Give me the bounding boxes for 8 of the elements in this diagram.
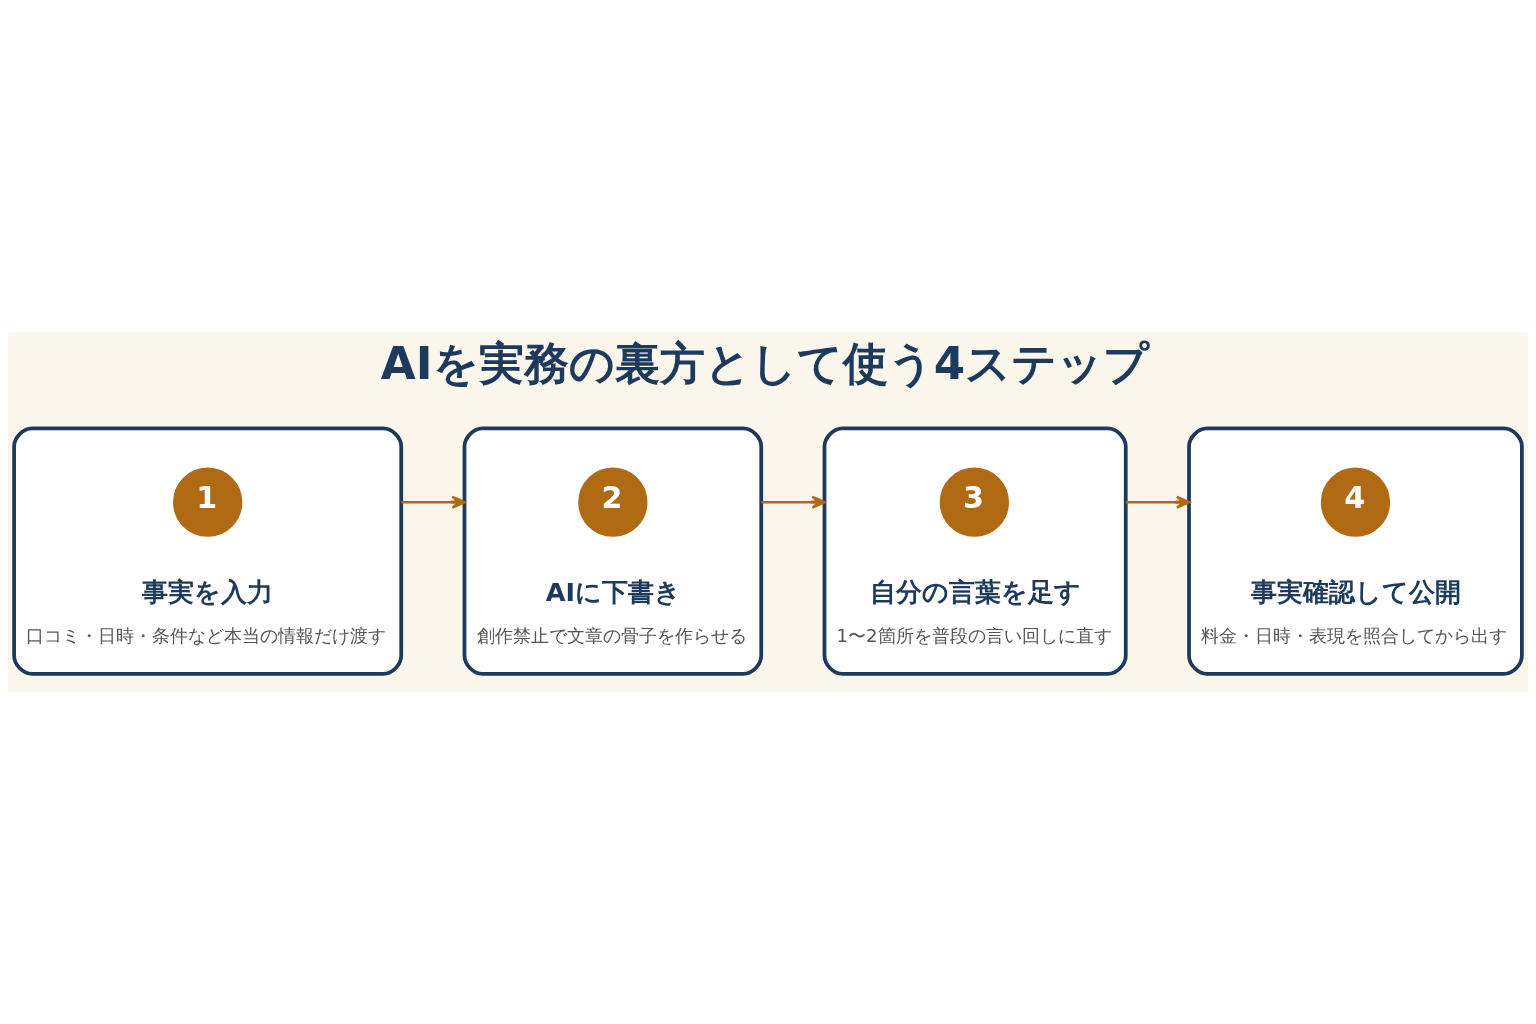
- node-circle: 3: [939, 467, 1009, 537]
- node-circle: 2: [578, 467, 648, 537]
- arrow: [1125, 495, 1191, 509]
- arrow: [761, 495, 826, 509]
- arrow: [401, 495, 466, 509]
- node-circle: 4: [1320, 467, 1391, 537]
- diagram-title: AIを実務の裏方として使う4ステップ: [380, 336, 1150, 390]
- node-circle: 1: [173, 467, 243, 537]
